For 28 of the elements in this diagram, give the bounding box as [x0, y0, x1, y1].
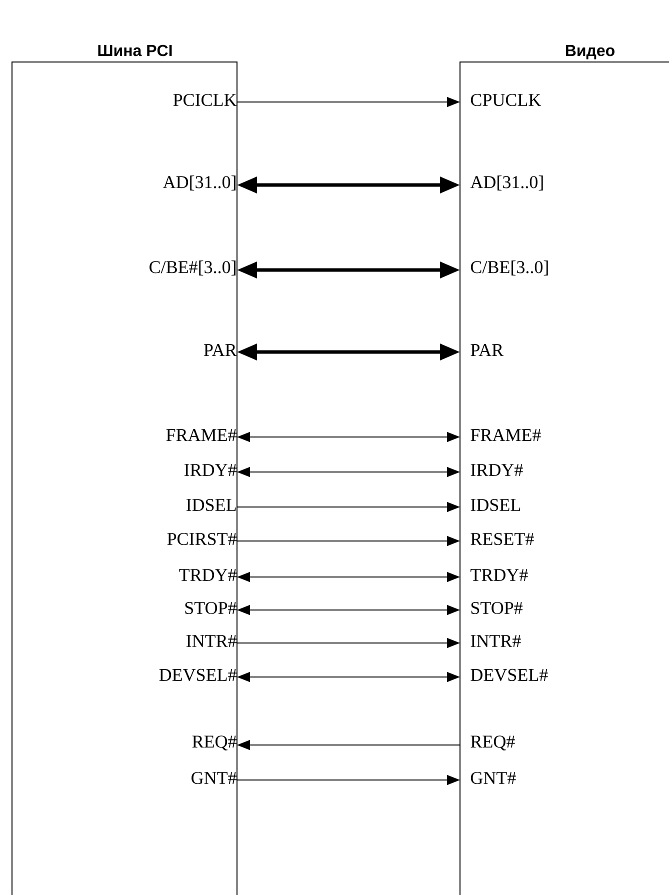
signal-name: INTR#: [186, 635, 236, 647]
signal-name: IDSEL: [186, 498, 236, 512]
signal-name: FRAME#: [166, 429, 236, 441]
signal-name: PCIRST#: [167, 532, 236, 546]
signal-name: INTR#: [470, 635, 521, 647]
signal-name: GNT#: [192, 772, 236, 784]
signal-name: TRDY#: [470, 569, 528, 581]
signal-name: AD[31..0]: [162, 176, 236, 190]
signal-name: IRDY#: [470, 464, 523, 476]
signal-name: PCICLK: [173, 94, 237, 106]
signal-name: STOP#: [471, 602, 523, 614]
signal-name: GNT#: [470, 772, 516, 784]
signal-name: DEVSEL#: [159, 668, 236, 682]
signal-name: STOP#: [185, 602, 236, 614]
signal-name: IRDY#: [184, 464, 236, 476]
signal-name: CPUCLK: [470, 94, 542, 106]
signal-name: PAR: [204, 344, 237, 356]
signal-name: C/BE[3..0]: [470, 260, 548, 276]
signal-name: RESET#: [470, 532, 534, 546]
signal-name: REQ#: [192, 736, 236, 750]
signal-name: IDSEL: [470, 498, 520, 512]
signal-name: C/BE#[3..0]: [150, 260, 236, 276]
signal-name: PAR: [470, 344, 504, 356]
signal-name: AD[31..0]: [470, 176, 543, 190]
signal-name: TRDY#: [179, 569, 236, 581]
signal-name: REQ#: [470, 736, 515, 750]
signal-name: DEVSEL#: [470, 668, 548, 682]
signal-name: FRAME#: [470, 429, 541, 441]
